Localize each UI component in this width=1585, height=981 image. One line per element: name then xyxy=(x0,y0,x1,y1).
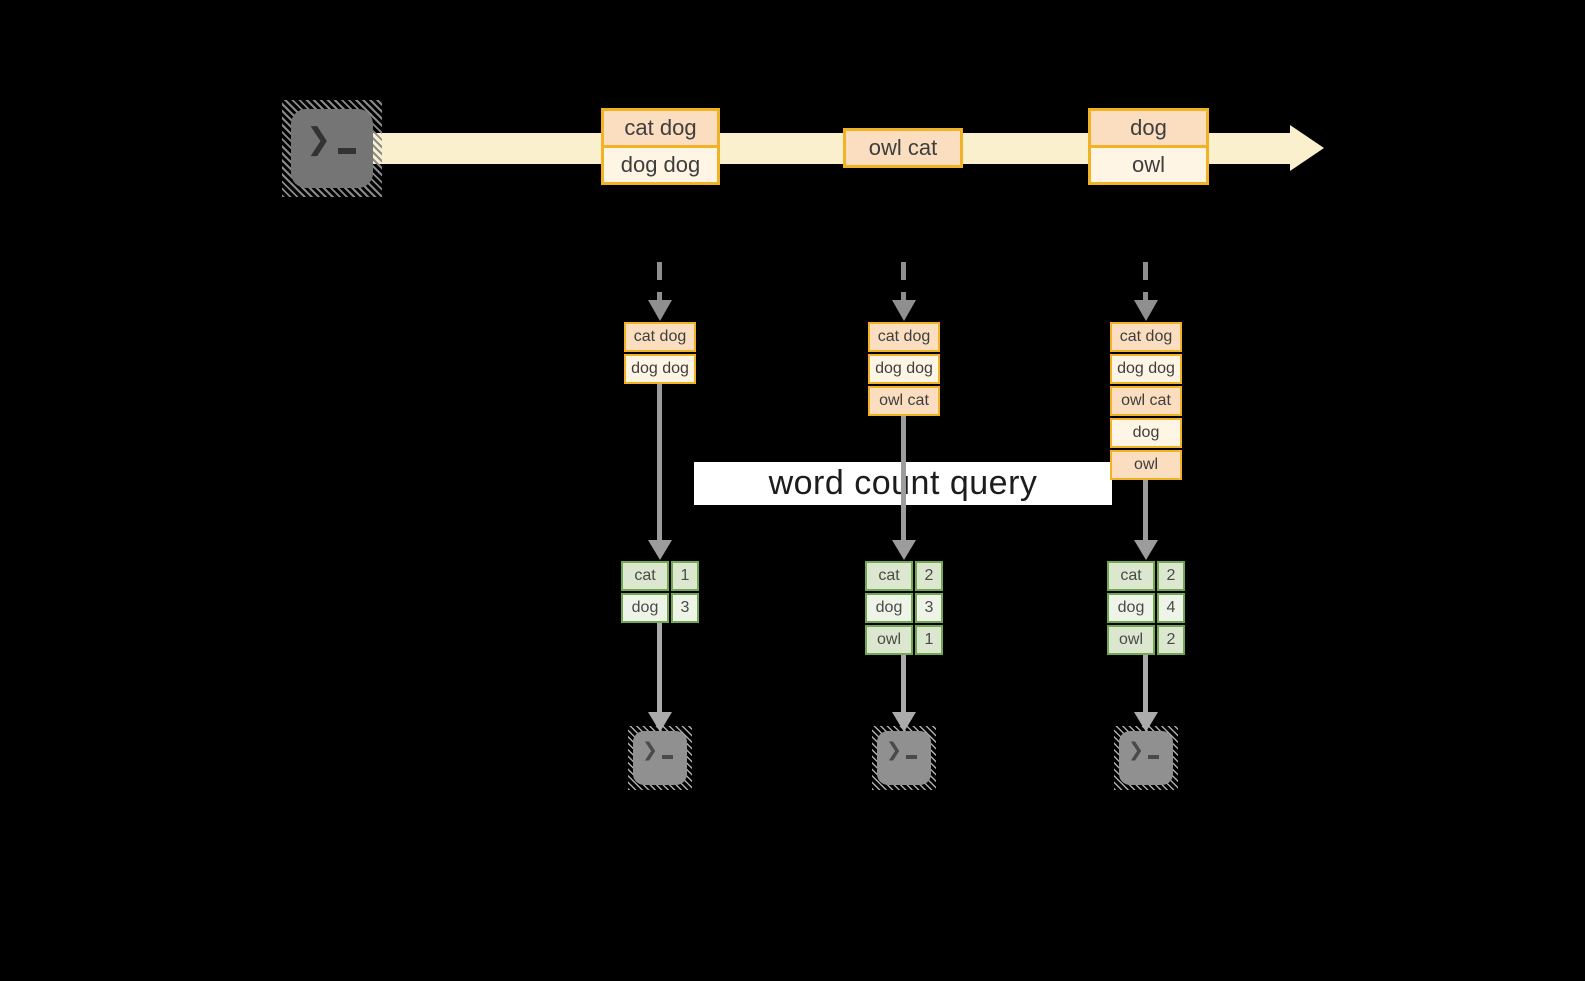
terminal-screen: ❯ xyxy=(1119,731,1173,785)
event-buffer-stack: cat dog dog dog owl cat xyxy=(868,322,940,418)
word-cell: cat xyxy=(865,561,913,591)
query-flow-arrowhead-icon xyxy=(1134,540,1158,560)
word-cell: cat xyxy=(1107,561,1155,591)
word-cell: owl xyxy=(865,625,913,655)
query-flow-arrow xyxy=(901,416,906,540)
buffered-event: dog xyxy=(1110,418,1182,448)
event-buffer-stack: cat dog dog dog xyxy=(624,322,696,386)
table-row: dog 3 xyxy=(621,593,699,623)
output-terminal-icon: ❯ xyxy=(628,726,692,790)
buffered-event: cat dog xyxy=(868,322,940,352)
ingest-dashed-arrow xyxy=(1143,262,1148,300)
count-cell: 3 xyxy=(671,593,699,623)
wordcount-table: cat 2 dog 3 owl 1 xyxy=(865,561,943,655)
output-flow-arrow xyxy=(657,623,662,712)
table-row: owl 2 xyxy=(1107,625,1185,655)
count-cell: 2 xyxy=(1157,625,1185,655)
word-cell: dog xyxy=(865,593,913,623)
query-flow-arrowhead-icon xyxy=(648,540,672,560)
stream-event-box: dog dog xyxy=(601,145,720,185)
output-flow-arrow xyxy=(1143,655,1148,712)
table-row: dog 3 xyxy=(865,593,943,623)
word-cell: cat xyxy=(621,561,669,591)
buffered-event: owl cat xyxy=(868,386,940,416)
query-flow-arrow xyxy=(1143,480,1148,540)
word-cell: dog xyxy=(1107,593,1155,623)
ingest-dashed-arrow xyxy=(901,262,906,300)
count-cell: 2 xyxy=(915,561,943,591)
word-cell: dog xyxy=(621,593,669,623)
query-flow-arrow xyxy=(657,384,662,540)
count-cell: 3 xyxy=(915,593,943,623)
table-row: cat 2 xyxy=(1107,561,1185,591)
table-row: cat 2 xyxy=(865,561,943,591)
count-cell: 1 xyxy=(671,561,699,591)
stream-event-box: owl cat xyxy=(843,128,963,168)
count-cell: 4 xyxy=(1157,593,1185,623)
buffered-event: owl cat xyxy=(1110,386,1182,416)
ingest-arrowhead-icon xyxy=(1134,300,1158,321)
buffered-event: owl xyxy=(1110,450,1182,480)
table-row: owl 1 xyxy=(865,625,943,655)
table-row: dog 4 xyxy=(1107,593,1185,623)
word-cell: owl xyxy=(1107,625,1155,655)
ingest-arrowhead-icon xyxy=(648,300,672,321)
buffered-event: dog dog xyxy=(624,354,696,384)
terminal-screen: ❯ xyxy=(633,731,687,785)
ingest-arrowhead-icon xyxy=(892,300,916,321)
prompt-chevron-icon: ❯ xyxy=(886,740,902,761)
prompt-chevron-icon: ❯ xyxy=(1128,740,1144,761)
cursor-icon xyxy=(338,148,357,154)
ingest-dashed-arrow xyxy=(657,262,662,300)
cursor-icon xyxy=(1147,755,1159,759)
cursor-icon xyxy=(905,755,917,759)
prompt-chevron-icon: ❯ xyxy=(642,740,658,761)
buffered-event: dog dog xyxy=(1110,354,1182,384)
stream-arrowhead-icon xyxy=(1290,125,1324,171)
count-cell: 2 xyxy=(1157,561,1185,591)
terminal-screen: ❯ xyxy=(291,109,373,188)
query-flow-arrowhead-icon xyxy=(892,540,916,560)
table-row: cat 1 xyxy=(621,561,699,591)
cursor-icon xyxy=(661,755,673,759)
buffered-event: cat dog xyxy=(1110,322,1182,352)
buffered-event: dog dog xyxy=(868,354,940,384)
prompt-chevron-icon: ❯ xyxy=(306,123,332,156)
event-buffer-stack: cat dog dog dog owl cat dog owl xyxy=(1110,322,1182,482)
stream-event-box: cat dog xyxy=(601,108,720,148)
wordcount-table: cat 1 dog 3 xyxy=(621,561,699,623)
buffered-event: cat dog xyxy=(624,322,696,352)
stream-event-box: dog xyxy=(1088,108,1209,148)
stream-event-box: owl xyxy=(1088,145,1209,185)
source-terminal-icon: ❯ xyxy=(282,100,382,197)
output-terminal-icon: ❯ xyxy=(1114,726,1178,790)
output-terminal-icon: ❯ xyxy=(872,726,936,790)
wordcount-table: cat 2 dog 4 owl 2 xyxy=(1107,561,1185,655)
count-cell: 1 xyxy=(915,625,943,655)
terminal-screen: ❯ xyxy=(877,731,931,785)
output-flow-arrow xyxy=(901,655,906,712)
